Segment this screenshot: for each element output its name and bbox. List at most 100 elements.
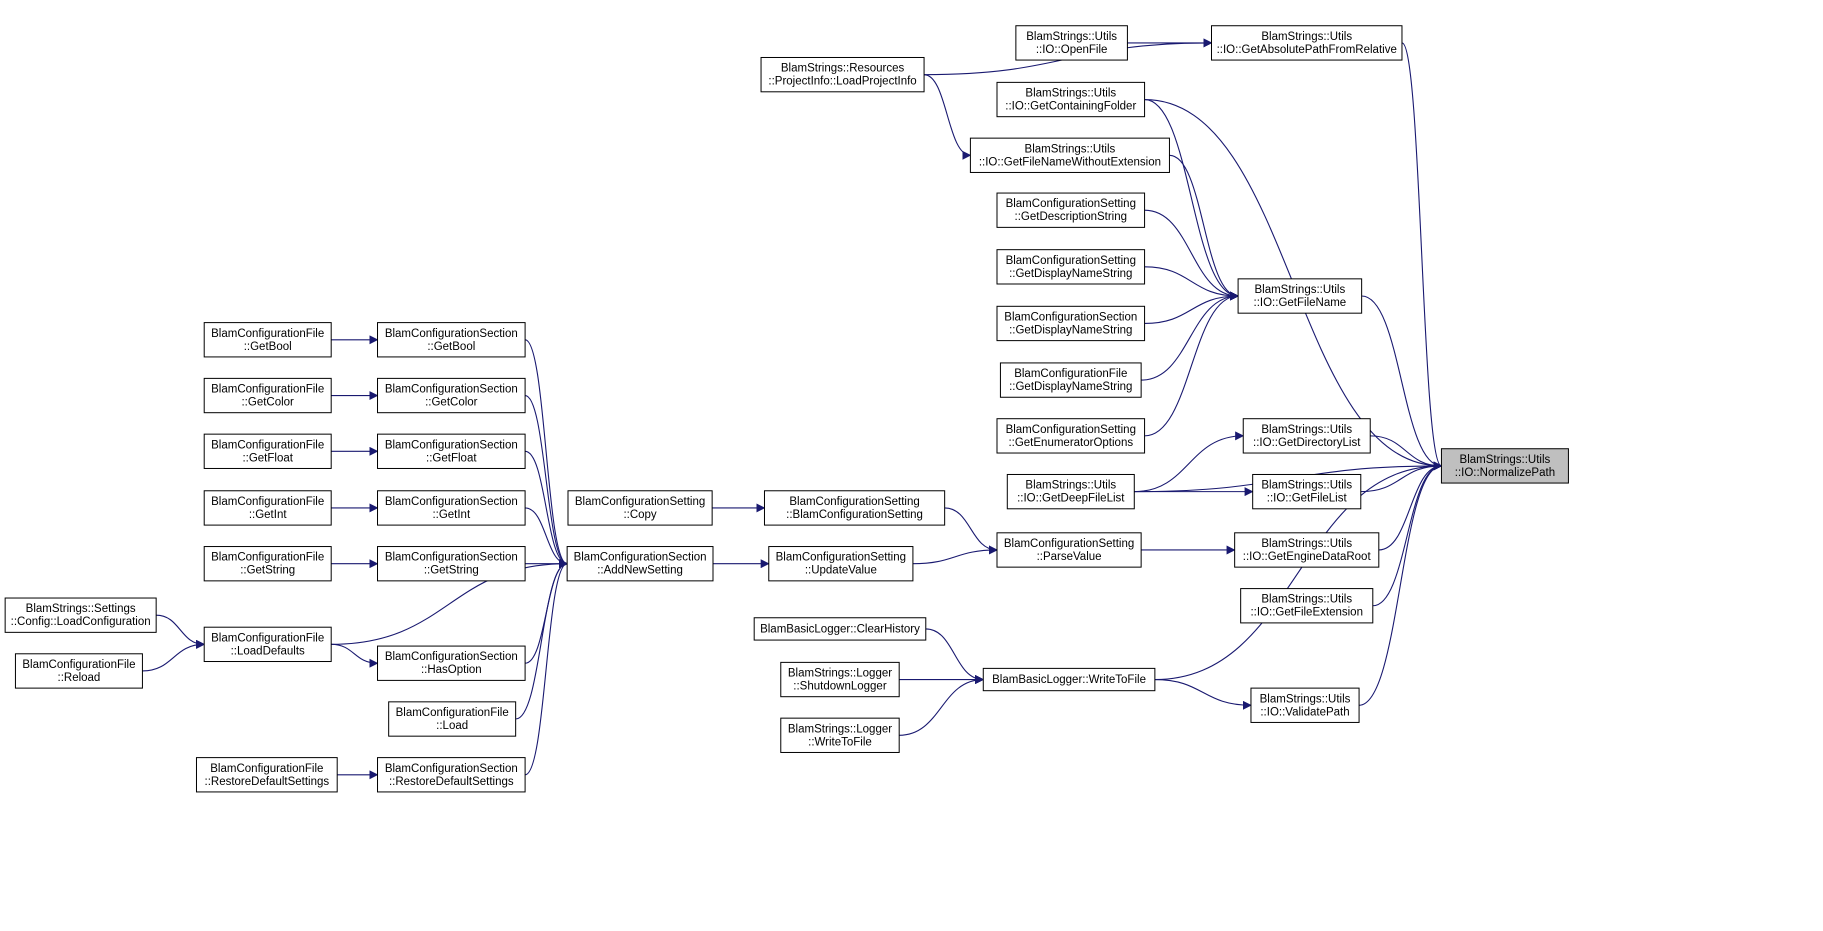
node-get-file-name[interactable]: BlamStrings::Utils::IO::GetFileName — [1237, 278, 1363, 314]
node-section-get-string[interactable]: BlamConfigurationSection::GetString — [377, 546, 526, 582]
node-box — [4, 597, 157, 633]
node-label-line: ::WriteToFile — [808, 736, 872, 748]
node-label-line: BlamConfigurationFile — [211, 328, 324, 340]
node-get-deep-file-list[interactable]: BlamStrings::Utils::IO::GetDeepFileList — [1006, 473, 1135, 510]
node-label-line: ::GetDisplayNameString — [1009, 381, 1132, 393]
node-update-value[interactable]: BlamConfigurationSetting::UpdateValue — [768, 546, 914, 582]
node-label-line: ::GetDisplayNameString — [1009, 268, 1132, 280]
node-box — [982, 667, 1156, 692]
edge-file-load-defaults-to-add-new-setting — [331, 559, 569, 645]
node-section-get-display-name[interactable]: BlamConfigurationSection::GetDisplayName… — [996, 305, 1146, 342]
node-setting-copy[interactable]: BlamConfigurationSetting::Copy — [567, 490, 713, 526]
node-normalize-path[interactable]: BlamStrings::Utils::IO::NormalizePath — [1440, 448, 1569, 484]
node-label-line: BlamConfigurationFile — [211, 552, 324, 564]
node-label-line: BlamConfigurationSection — [385, 439, 518, 451]
node-file-get-string[interactable]: BlamConfigurationFile::GetString — [203, 546, 332, 582]
node-open-file[interactable]: BlamStrings::Utils::IO::OpenFile — [1015, 25, 1128, 61]
node-file-get-int[interactable]: BlamConfigurationFile::GetInt — [203, 490, 332, 526]
node-label-line: BlamStrings::Utils — [1026, 31, 1117, 43]
node-file-reload[interactable]: BlamConfigurationFile::Reload — [14, 653, 143, 689]
node-label-line: BlamConfigurationFile — [211, 632, 324, 644]
edge-section-restore-defaults-to-add-new-setting — [524, 559, 569, 776]
node-load-configuration[interactable]: BlamStrings::Settings::Config::LoadConfi… — [4, 597, 157, 633]
node-clear-history[interactable]: BlamBasicLogger::ClearHistory — [753, 617, 927, 641]
node-box — [996, 532, 1142, 568]
node-section-restore-defaults[interactable]: BlamConfigurationSection::RestoreDefault… — [377, 757, 526, 793]
node-label-line: BlamConfigurationSetting — [776, 552, 906, 564]
edge-get-file-name-no-ext-to-get-file-name — [1169, 154, 1239, 301]
edge-setting-get-description-to-get-file-name — [1144, 209, 1239, 301]
node-label-line: ::RestoreDefaultSettings — [205, 776, 330, 788]
node-setting-get-enum-options[interactable]: BlamConfigurationSetting::GetEnumeratorO… — [996, 418, 1146, 454]
node-get-containing-folder[interactable]: BlamStrings::Utils::IO::GetContainingFol… — [996, 81, 1146, 118]
node-label-line: BlamConfigurationSetting — [1006, 255, 1136, 267]
node-box — [377, 322, 526, 358]
node-box — [760, 56, 925, 93]
node-label-line: ::Load — [436, 720, 468, 732]
node-label-line: BlamStrings::Utils — [1460, 454, 1551, 466]
node-parse-value[interactable]: BlamConfigurationSetting::ParseValue — [996, 532, 1142, 568]
node-box — [1237, 278, 1363, 314]
node-add-new-setting[interactable]: BlamConfigurationSection::AddNewSetting — [566, 546, 714, 582]
edge-setting-ctor-to-parse-value — [944, 507, 998, 555]
node-file-load-defaults[interactable]: BlamConfigurationFile::LoadDefaults — [203, 626, 332, 663]
node-section-get-int[interactable]: BlamConfigurationSection::GetInt — [377, 490, 526, 526]
node-box — [388, 701, 517, 737]
node-setting-ctor[interactable]: BlamConfigurationSetting::BlamConfigurat… — [763, 490, 946, 526]
node-file-get-bool[interactable]: BlamConfigurationFile::GetBool — [203, 322, 332, 358]
node-file-load[interactable]: BlamConfigurationFile::Load — [388, 701, 517, 737]
node-label-line: BlamConfigurationFile — [211, 384, 324, 396]
node-box — [377, 433, 526, 469]
edge-get-directory-list-to-normalize-path — [1370, 435, 1443, 471]
node-logger-write-to-file[interactable]: BlamStrings::Logger::WriteToFile — [780, 717, 900, 753]
node-get-engine-data-root[interactable]: BlamStrings::Utils::IO::GetEngineDataRoo… — [1234, 532, 1380, 568]
edge-update-value-to-parse-value — [912, 545, 998, 565]
node-label-line: BlamConfigurationSection — [385, 763, 518, 775]
node-label-line: BlamConfigurationFile — [210, 763, 323, 775]
node-load-project-info[interactable]: BlamStrings::Resources::ProjectInfo::Loa… — [760, 56, 925, 93]
node-box — [753, 617, 927, 641]
node-file-get-float[interactable]: BlamConfigurationFile::GetFloat — [203, 433, 332, 469]
node-write-to-file[interactable]: BlamBasicLogger::WriteToFile — [982, 667, 1156, 692]
edge-setting-get-display-name-to-get-file-name — [1144, 266, 1239, 301]
node-label-line: ::IO::GetDirectoryList — [1253, 437, 1361, 449]
node-setting-get-display-name[interactable]: BlamConfigurationSetting::GetDisplayName… — [996, 249, 1146, 285]
node-file-get-display-name[interactable]: BlamConfigurationFile::GetDisplayNameStr… — [999, 362, 1142, 398]
node-label-line: ::IO::GetContainingFolder — [1005, 101, 1136, 113]
node-section-get-color[interactable]: BlamConfigurationSection::GetColor — [377, 377, 526, 414]
node-label-line: ::GetBool — [427, 341, 475, 353]
node-label-line: BlamConfigurationSection — [385, 328, 518, 340]
node-get-file-list[interactable]: BlamStrings::Utils::IO::GetFileList — [1252, 473, 1362, 510]
node-box — [377, 757, 526, 793]
node-label-line: ::GetDisplayNameString — [1009, 324, 1132, 336]
node-box — [1234, 532, 1380, 568]
node-file-restore-defaults[interactable]: BlamConfigurationFile::RestoreDefaultSet… — [195, 757, 338, 793]
node-label-line: ::ParseValue — [1037, 551, 1102, 563]
node-file-get-color[interactable]: BlamConfigurationFile::GetColor — [203, 377, 332, 414]
node-validate-path[interactable]: BlamStrings::Utils::IO::ValidatePath — [1250, 687, 1360, 723]
node-box — [996, 418, 1146, 454]
edge-section-get-display-name-to-get-file-name — [1144, 291, 1239, 325]
node-label-line: ::LoadDefaults — [231, 645, 305, 657]
edge-section-get-bool-to-add-new-setting — [524, 339, 569, 569]
node-section-get-float[interactable]: BlamConfigurationSection::GetFloat — [377, 433, 526, 469]
node-label-line: BlamStrings::Logger — [788, 723, 892, 735]
edge-section-get-color-to-add-new-setting — [524, 394, 569, 569]
node-label-line: BlamBasicLogger::ClearHistory — [760, 623, 920, 635]
node-section-get-bool[interactable]: BlamConfigurationSection::GetBool — [377, 322, 526, 358]
node-box — [203, 377, 332, 414]
node-section-has-option[interactable]: BlamConfigurationSection::HasOption — [377, 645, 526, 681]
node-label-line: BlamStrings::Utils — [1254, 284, 1345, 296]
node-label-line: BlamConfigurationSetting — [1006, 198, 1136, 210]
edge-get-file-name-to-normalize-path — [1361, 295, 1443, 471]
node-get-file-extension[interactable]: BlamStrings::Utils::IO::GetFileExtension — [1240, 588, 1374, 624]
node-box — [1240, 588, 1374, 624]
node-get-abs-path[interactable]: BlamStrings::Utils::IO::GetAbsolutePathF… — [1210, 25, 1403, 61]
node-label-line: BlamStrings::Settings — [26, 603, 136, 615]
node-box — [969, 137, 1170, 173]
node-get-directory-list[interactable]: BlamStrings::Utils::IO::GetDirectoryList — [1242, 418, 1371, 454]
node-box — [996, 192, 1146, 228]
node-shutdown-logger[interactable]: BlamStrings::Logger::ShutdownLogger — [780, 661, 900, 698]
node-get-file-name-no-ext[interactable]: BlamStrings::Utils::IO::GetFileNameWitho… — [969, 137, 1170, 173]
node-setting-get-description[interactable]: BlamConfigurationSetting::GetDescription… — [996, 192, 1146, 228]
